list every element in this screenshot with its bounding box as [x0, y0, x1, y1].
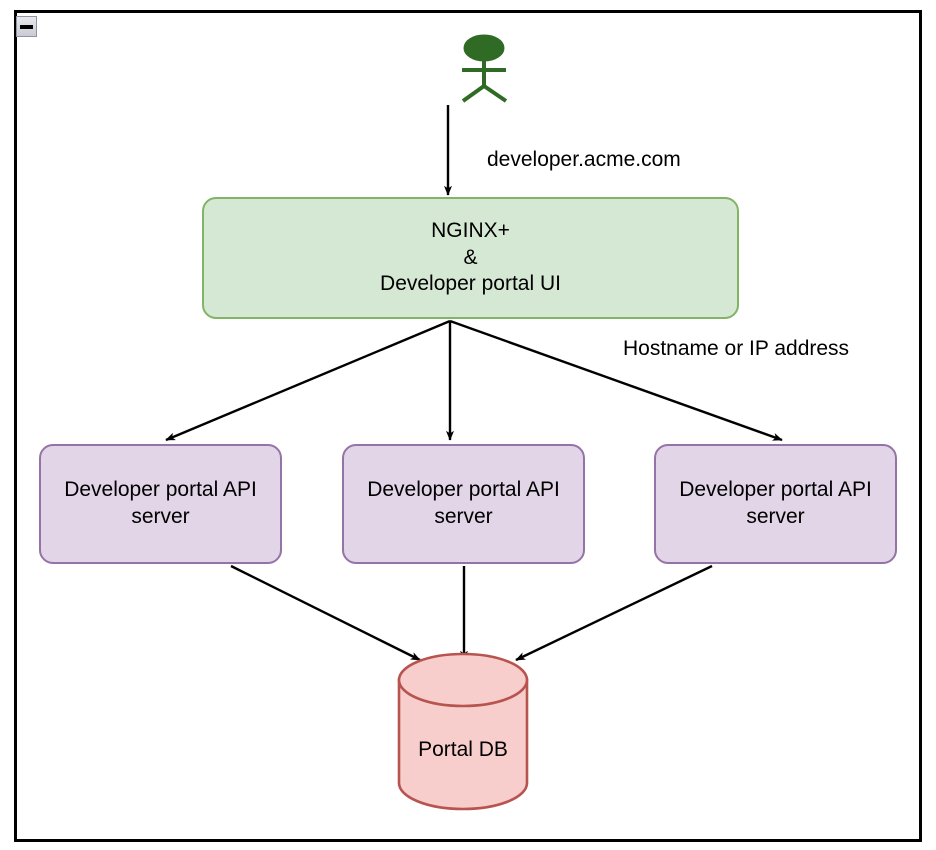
- user-actor-icon: [461, 34, 508, 103]
- edge-api-1-to-db: [230, 564, 421, 662]
- collapse-diagram-button[interactable]: [16, 16, 37, 37]
- edge-nginx-to-api-1: [165, 319, 451, 442]
- node-nginx-developer-portal-ui[interactable]: [202, 197, 739, 319]
- portal-db-cylinder[interactable]: [397, 652, 529, 811]
- node-api-server-1[interactable]: [39, 444, 282, 564]
- edge-nginx-to-api-3: [449, 319, 783, 442]
- edge-api-3-to-db: [515, 564, 713, 662]
- node-api-server-2[interactable]: [342, 444, 585, 564]
- edge-label-hostname-or-ip-address: Hostname or IP address: [623, 337, 850, 360]
- edge-label-developer-acme-com: developer.acme.com: [487, 148, 681, 171]
- node-api-server-3[interactable]: [654, 444, 897, 564]
- minus-icon: [20, 24, 33, 29]
